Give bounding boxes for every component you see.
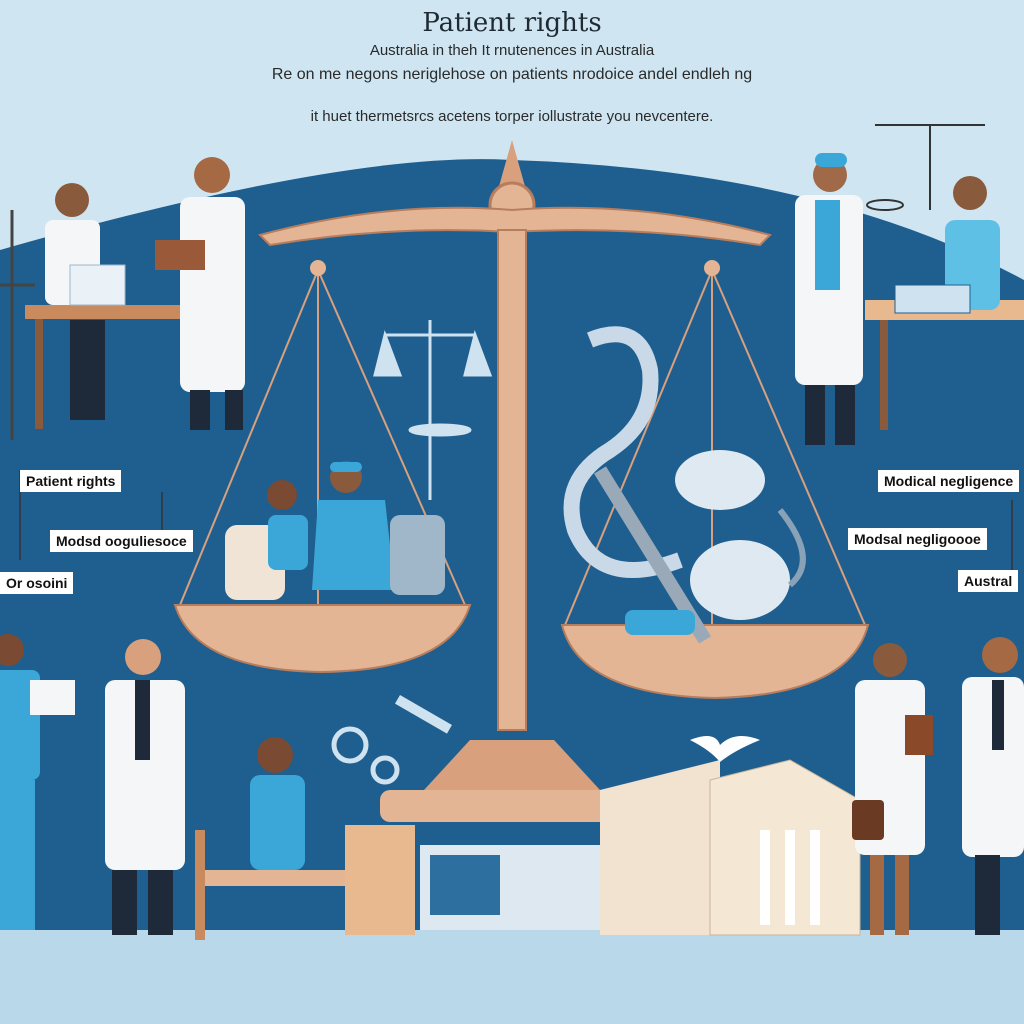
header-caption: it huet thermetsrcs acetens torper iollu… <box>310 108 714 125</box>
doctor-at-desk-left <box>25 183 210 429</box>
floor-band <box>0 930 1024 1024</box>
doctor-with-book <box>155 157 245 430</box>
doctor-bottom-right <box>962 637 1024 935</box>
nurse-patient-group <box>225 461 445 600</box>
medical-caduceus <box>563 326 806 644</box>
doctor-bottom-left <box>105 639 185 935</box>
small-scale <box>373 320 493 500</box>
hospital-buildings <box>420 759 861 936</box>
label-or-oscini: Or osoini <box>0 572 74 594</box>
label-austral: Austral <box>958 570 1019 592</box>
magnifier-keys <box>331 695 452 785</box>
label-medical-negligence-right-mid: Modsal negligoooe <box>848 528 987 550</box>
iv-stand-left <box>0 210 35 440</box>
right-pan <box>560 624 870 700</box>
patient-on-bed <box>195 737 415 940</box>
label-medical-negligence-left: Modsd ooguliesoce <box>50 530 193 552</box>
left-pan <box>173 604 472 674</box>
header-subtitle: Australia in theh It rnutenences in Aust… <box>369 42 655 59</box>
label-patient-rights: Patient rights <box>20 470 122 492</box>
doctor-with-briefcase <box>852 643 933 935</box>
nurse-with-papers <box>0 634 75 930</box>
header-description: Re on me negons neriglehose on patients … <box>271 66 753 83</box>
page-title: Patient rights <box>422 8 602 38</box>
nurse-at-desk-right <box>865 176 1024 430</box>
small-scale-top-right <box>866 124 985 211</box>
label-medical-negligence-right-top: Modical negligence <box>878 470 1020 492</box>
surgeon-right <box>795 153 863 445</box>
caduceus-wings <box>690 736 760 762</box>
justice-scale <box>173 140 870 822</box>
